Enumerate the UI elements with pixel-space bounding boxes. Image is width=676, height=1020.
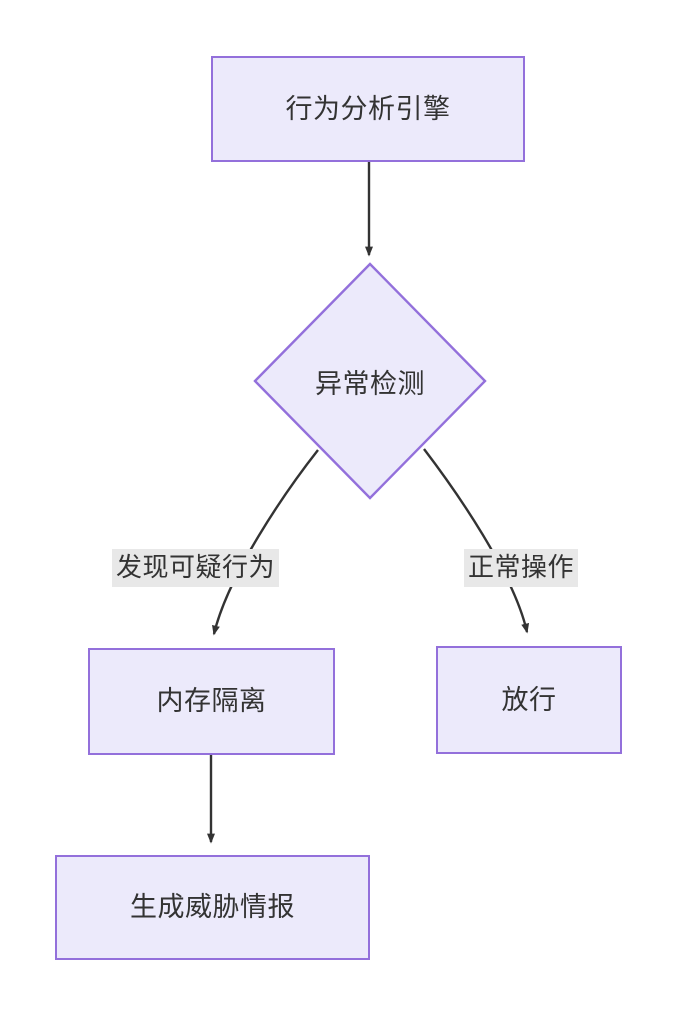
edge-label-suspicious-behavior: 发现可疑行为: [112, 549, 280, 587]
edge-label-normal-operation: 正常操作: [464, 549, 579, 587]
diamond-shape: [253, 262, 487, 500]
node-behavior-analysis-engine[interactable]: 行为分析引擎: [211, 56, 525, 162]
edge-detection-to-isolation: [212, 449, 319, 636]
node-label: 行为分析引擎: [285, 93, 451, 124]
node-allow-pass[interactable]: 放行: [436, 646, 622, 754]
node-label: 放行: [501, 684, 557, 715]
node-label: 内存隔离: [156, 686, 267, 716]
node-anomaly-detection[interactable]: 异常检测: [253, 262, 487, 500]
edge-detection-to-pass: [423, 448, 530, 634]
node-memory-isolation[interactable]: 内存隔离: [88, 648, 335, 755]
node-label: 生成威胁情报: [130, 892, 295, 922]
node-generate-threat-intel[interactable]: 生成威胁情报: [55, 855, 370, 960]
